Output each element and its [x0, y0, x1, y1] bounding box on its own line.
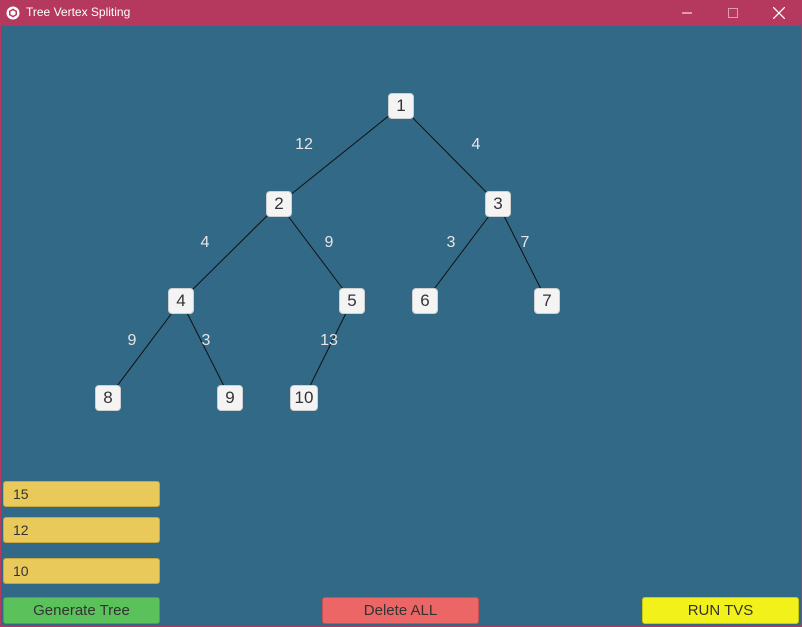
edge-weight-2-5: 9	[324, 234, 334, 251]
tree-node[interactable]: 10	[290, 385, 318, 411]
edge-weight-1-3: 4	[471, 136, 481, 153]
unity-logo-icon	[6, 6, 20, 20]
input-field-2[interactable]: 12	[3, 517, 160, 543]
edge-2-4	[180, 203, 280, 302]
edge-3-6	[424, 203, 499, 302]
edge-weight-2-4: 4	[200, 234, 210, 251]
close-icon	[773, 7, 785, 19]
title-bar: Tree Vertex Spliting	[0, 0, 802, 26]
tree-node[interactable]: 9	[217, 385, 243, 411]
tree-node[interactable]: 8	[95, 385, 121, 411]
maximize-icon	[728, 8, 738, 18]
edge-weight-5-10: 13	[320, 332, 338, 349]
tree-node[interactable]: 1	[388, 93, 414, 119]
edge-2-5	[278, 203, 353, 302]
edge-3-7	[497, 203, 548, 302]
maximize-button[interactable]	[710, 0, 756, 26]
tree-node[interactable]: 3	[485, 191, 511, 217]
edge-weight-1-2: 12	[295, 136, 313, 153]
edge-weight-3-6: 3	[446, 234, 456, 251]
edge-1-2	[278, 105, 402, 205]
tree-node[interactable]: 5	[339, 288, 365, 314]
tree-node[interactable]: 4	[168, 288, 194, 314]
edge-weight-4-8: 9	[127, 332, 137, 349]
input-field-1[interactable]: 15	[3, 481, 160, 507]
edge-weight-4-9: 3	[201, 332, 211, 349]
minimize-button[interactable]	[664, 0, 710, 26]
tree-canvas[interactable]: 12 4 4 9 3 7 9 3 13 1 2 3 4 5 6 7 8 9 10…	[1, 26, 801, 626]
input-field-3[interactable]: 10	[3, 558, 160, 584]
edge-4-8	[107, 300, 182, 399]
run-tvs-button[interactable]: RUN TVS	[642, 597, 799, 624]
edge-weight-3-7: 7	[520, 234, 530, 251]
tree-node[interactable]: 2	[266, 191, 292, 217]
tree-node[interactable]: 7	[534, 288, 560, 314]
tree-edges	[107, 105, 548, 399]
edge-4-9	[180, 300, 231, 399]
edge-5-10	[303, 300, 353, 399]
delete-all-button[interactable]: Delete ALL	[322, 597, 479, 624]
tree-node[interactable]: 6	[412, 288, 438, 314]
window-title: Tree Vertex Spliting	[26, 5, 131, 19]
edge-1-3	[400, 105, 499, 205]
generate-tree-button[interactable]: Generate Tree	[3, 597, 160, 624]
close-button[interactable]	[756, 0, 802, 26]
minimize-icon	[682, 8, 692, 18]
